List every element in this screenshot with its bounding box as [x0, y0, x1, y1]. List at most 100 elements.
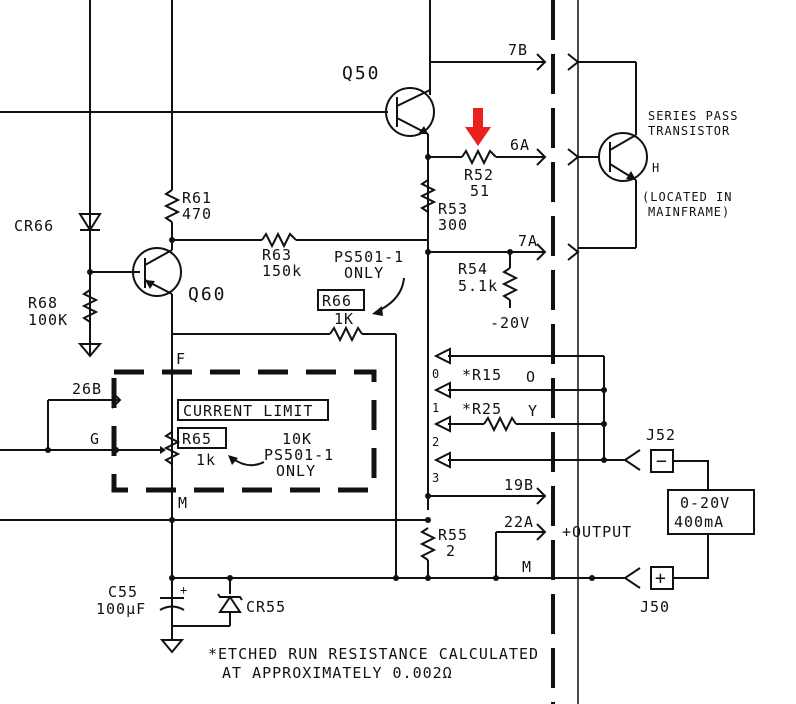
node-f-label: F	[176, 350, 186, 368]
r68-value: 100K	[28, 311, 68, 329]
r66-box	[317, 289, 365, 311]
pin-7a-arrow	[536, 243, 547, 261]
r54-name: R54	[458, 260, 488, 278]
resistor-r66	[329, 325, 363, 343]
current-limit-label: CURRENT LIMIT	[183, 402, 313, 420]
range-box	[667, 489, 755, 535]
c55-value: 100μF	[96, 600, 146, 618]
r52-value: 51	[470, 182, 490, 200]
resistor-r25	[483, 415, 517, 433]
resistor-r54	[501, 267, 519, 301]
series-pass-label-1: SERIES PASS	[648, 109, 738, 123]
pin-26b-arrow	[111, 391, 122, 409]
series-pass-label-2: TRANSISTOR	[648, 124, 730, 138]
pin-6a-label: 6A	[510, 136, 530, 154]
r25-code: Y	[528, 402, 538, 420]
r63-value: 150k	[262, 262, 302, 280]
sw-pos-2: 2	[432, 435, 440, 449]
r25-label: *R25	[462, 400, 502, 418]
j50-symbol: +	[655, 568, 668, 589]
note-line-2: AT APPROXIMATELY 0.002Ω	[222, 664, 453, 682]
pin-26b-label: 26B	[72, 380, 102, 398]
j50-socket	[623, 567, 641, 589]
sw-3-contact	[433, 451, 451, 469]
resistor-r53	[419, 179, 437, 213]
range-label-1: 0-20V	[680, 494, 730, 512]
r63-name: R63	[262, 246, 292, 264]
range-label-2: 400mA	[674, 513, 724, 531]
q60-label: Q60	[188, 284, 227, 305]
r66-name: R66	[322, 292, 352, 310]
r15-code: O	[526, 368, 536, 386]
r65-value: 1k	[196, 451, 216, 469]
cr66-label: CR66	[14, 217, 54, 235]
wire-j50-range	[673, 534, 709, 579]
cr55-label: CR55	[246, 598, 286, 616]
c55-plus: +	[180, 583, 188, 597]
transistor-q50: Q50	[342, 63, 435, 137]
r65-name: R65	[182, 430, 212, 448]
pin-22a-label: 22A	[504, 513, 534, 531]
sw-0-contact	[433, 347, 451, 365]
transistor-series-pass	[598, 62, 648, 248]
r53-value: 300	[438, 216, 468, 234]
pin-19b-arrow	[536, 487, 547, 505]
r61-value: 470	[182, 205, 212, 223]
located-label-1: (LOCATED IN	[642, 190, 732, 204]
series-pass-h: H	[652, 161, 660, 175]
r65-alt-line3: ONLY	[276, 462, 316, 480]
resistor-r55	[419, 527, 437, 561]
j52-symbol: −	[656, 451, 669, 472]
pin-19b-label: 19B	[504, 476, 534, 494]
output-label: +OUTPUT	[562, 523, 632, 541]
sw-1-contact	[433, 381, 451, 399]
j52-label: J52	[646, 426, 676, 444]
resistor-r68	[81, 289, 99, 323]
sw-pos-3: 3	[432, 471, 440, 485]
pin-7a-socket	[567, 243, 580, 261]
r52-name: R52	[464, 166, 494, 184]
j50-label: J50	[640, 598, 670, 616]
node-g-label: G	[90, 430, 100, 448]
located-label-2: MAINFRAME)	[648, 205, 730, 219]
r65-box	[177, 427, 227, 449]
sw-2-contact	[433, 415, 451, 433]
resistor-r63	[261, 231, 297, 249]
node-m-left-label: M	[178, 494, 188, 512]
r65-alt-line2: PS501-1	[264, 446, 334, 464]
ground-r68	[77, 343, 103, 358]
r65-alt-value: 10K	[282, 430, 312, 448]
ps501-only-label-1: PS501-1	[334, 248, 404, 266]
j52-socket	[623, 449, 641, 471]
zener-cr55	[217, 593, 243, 613]
r61-name: R61	[182, 189, 212, 207]
wire-j52-range	[673, 460, 709, 490]
pin-22a-arrow	[536, 523, 547, 541]
sw-pos-1: 1	[432, 401, 440, 415]
r55-value: 2	[446, 542, 456, 560]
r54-value: 5.1k	[458, 277, 498, 295]
current-limit-box	[177, 399, 329, 421]
pin-7a-label: 7A	[518, 232, 538, 250]
c55-name: C55	[108, 583, 138, 601]
down-arrow-icon	[465, 108, 491, 146]
q50-label: Q50	[342, 63, 381, 84]
ps501-only-label-2: ONLY	[344, 264, 384, 282]
r68-name: R68	[28, 294, 58, 312]
resistor-r65	[163, 431, 181, 465]
resistor-r52	[461, 148, 497, 166]
r66-value: 1K	[334, 310, 354, 328]
transistor-q60	[132, 247, 182, 297]
pin-7b-arrow	[536, 53, 547, 71]
neg20v-label: -20V	[490, 314, 530, 332]
r55-name: R55	[438, 526, 468, 544]
r53-name: R53	[438, 200, 468, 218]
r15-label: *R15	[462, 366, 502, 384]
diode-cr66	[78, 213, 102, 232]
sw-pos-0: 0	[432, 367, 440, 381]
note-line-1: *ETCHED RUN RESISTANCE CALCULATED	[208, 645, 539, 663]
pin-7b-socket	[567, 53, 580, 71]
pin-7b-label: 7B	[508, 41, 528, 59]
